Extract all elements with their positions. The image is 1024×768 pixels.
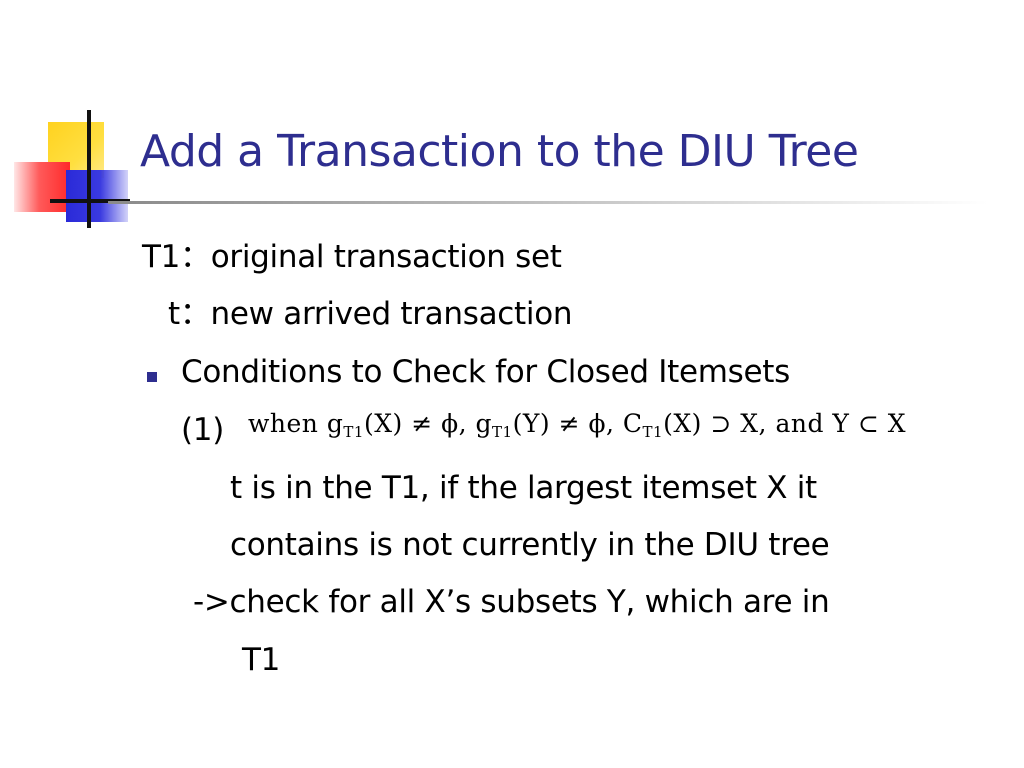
horizontal-bar [50, 199, 130, 203]
t-definition: t：new arrived transaction [168, 296, 573, 332]
check-line-2: T1 [242, 642, 281, 678]
blue-square [66, 170, 128, 222]
slide-logo-decoration [0, 100, 150, 240]
vertical-bar [87, 110, 91, 228]
formula-arg3: (X) ⊃ X, [663, 409, 767, 438]
formula-tail: Y ⊂ X [832, 409, 907, 438]
formula-c: C [622, 409, 643, 438]
condition-detail-line-2: contains is not currently in the DIU tre… [230, 527, 830, 563]
condition-formula: when gT1(X) ≠ ϕ, gT1(Y) ≠ ϕ, CT1(X) ⊃ X,… [248, 404, 906, 452]
check-line-1: ->check for all X’s subsets Y, which are… [193, 584, 830, 620]
formula-sub3: T1 [642, 423, 664, 441]
formula-arg2: (Y) ≠ ϕ, [512, 409, 615, 438]
formula-sub1: T1 [343, 423, 364, 441]
formula-sub2: T1 [492, 423, 513, 441]
formula-when: when [248, 409, 319, 438]
formula-arg1: (X) ≠ ϕ, [363, 409, 468, 438]
formula-g2: g [475, 409, 493, 438]
condition-label: (1) [181, 412, 225, 448]
bullet-conditions: Conditions to Check for Closed Itemsets [181, 354, 790, 390]
condition-detail-line-1: t is in the T1, if the largest itemset X… [230, 470, 817, 506]
bullet-marker [147, 372, 157, 382]
formula-g1: g [326, 409, 344, 438]
slide-title: Add a Transaction to the DIU Tree [140, 126, 859, 177]
t1-definition: T1：original transaction set [142, 239, 562, 275]
formula-and: and [775, 409, 824, 438]
red-square [14, 162, 70, 212]
title-underline [108, 201, 988, 204]
